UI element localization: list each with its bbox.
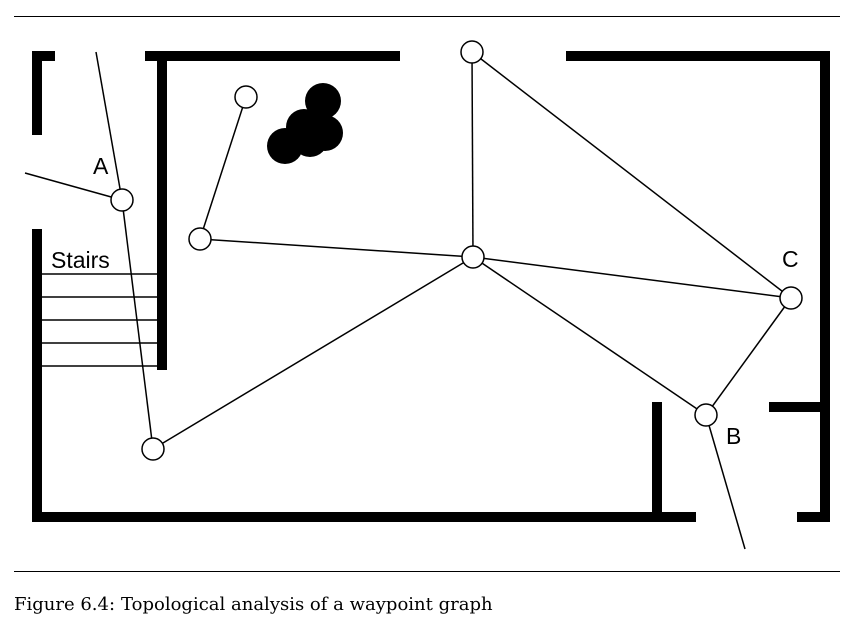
waypoint-upper-left (234, 85, 258, 109)
edge-bottom-left-to-center (152, 256, 474, 450)
wall-left-upper (32, 51, 55, 135)
waypoint-top-door (460, 40, 484, 64)
wall-top-right (566, 51, 830, 402)
waypoint-center (461, 245, 485, 269)
caption-text: Topological analysis of a waypoint graph (121, 594, 493, 615)
figure-caption: Figure 6.4:Topological analysis of a way… (14, 594, 493, 615)
graph-edges (24, 51, 792, 550)
top-rule (14, 16, 840, 17)
caption-rule (14, 571, 840, 572)
waypoint-c (779, 286, 803, 310)
node-label-b: B (726, 423, 741, 449)
edge-b-to-c (705, 297, 792, 416)
caption-number: Figure 6.4: (14, 594, 116, 615)
stairs (42, 273, 162, 367)
stairs-label: Stairs (51, 247, 110, 273)
node-label-c: C (782, 246, 799, 272)
edge-exit-left-to-a (24, 172, 123, 201)
waypoint-graph-diagram: Stairs A B C (24, 40, 830, 550)
node-label-a: A (93, 153, 109, 179)
obstacle (267, 83, 343, 164)
edge-center-to-c (472, 256, 792, 299)
edge-top-exit-to-a (95, 51, 123, 201)
waypoint-b (694, 403, 718, 427)
wall-right-lower (797, 402, 830, 522)
waypoint-a (110, 188, 134, 212)
edge-mid-left-to-center (199, 238, 474, 258)
edge-center-to-b (472, 256, 707, 416)
waypoint-nodes (110, 40, 803, 461)
walls (32, 51, 830, 522)
edge-b-to-exit-bottom (705, 414, 746, 550)
waypoint-bottom-left (141, 437, 165, 461)
waypoint-mid-left (188, 227, 212, 251)
edge-top-door-to-c (471, 51, 792, 299)
edge-a-to-bottom-left (121, 199, 154, 450)
edge-top-door-to-center (471, 51, 474, 258)
wall-left-lower (32, 229, 696, 522)
edge-upper-left-to-mid-left (199, 96, 247, 240)
